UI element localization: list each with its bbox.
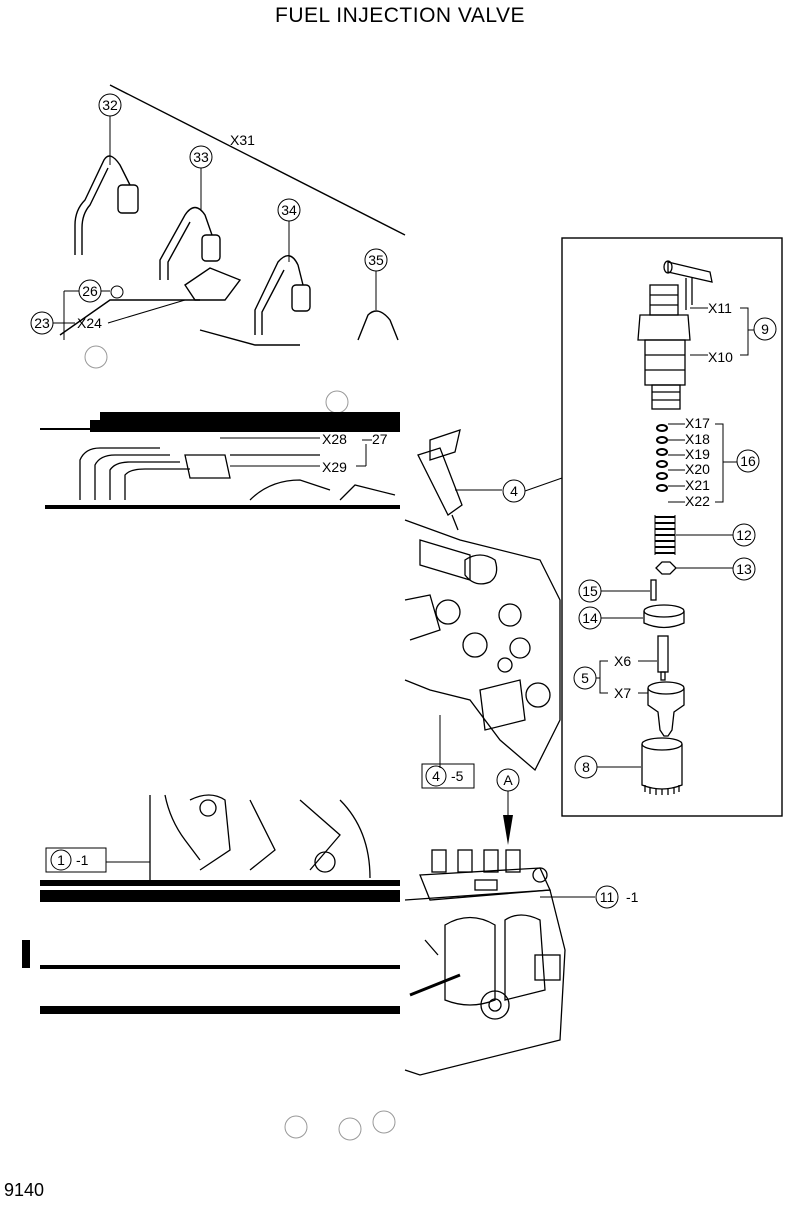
injection-pump (404, 849, 566, 1076)
svg-text:1: 1 (57, 852, 65, 868)
spacer (643, 604, 685, 629)
callout-x29: X29 (230, 459, 366, 475)
callout-x11-x10-9: X11 X10 9 (690, 300, 777, 365)
callout-35: 35 (364, 248, 388, 310)
svg-text:X28: X28 (322, 431, 347, 447)
callout-1-1: 1 -1 (45, 847, 150, 873)
callout-5-x6-x7: 5 X6 X7 (573, 653, 657, 701)
callout-x28-27: X28 27 (220, 431, 388, 466)
callout-4-5: 4 -5 (421, 715, 475, 789)
svg-text:-5: -5 (451, 768, 464, 784)
svg-text:14: 14 (582, 610, 598, 626)
shim-stack (656, 424, 668, 492)
svg-text:5: 5 (581, 670, 589, 686)
svg-text:X31: X31 (230, 132, 255, 148)
svg-text:X10: X10 (708, 349, 733, 365)
svg-text:35: 35 (368, 252, 384, 268)
svg-text:X21: X21 (685, 477, 710, 493)
svg-text:23: 23 (34, 315, 50, 331)
callout-shims-16: X17 X18 X19 X20 X21 X22 16 (668, 415, 760, 509)
callout-14: 14 (578, 606, 643, 630)
svg-text:32: 32 (102, 97, 118, 113)
injection-pipes (59, 84, 406, 346)
svg-text:16: 16 (740, 453, 756, 469)
callout-x31: X31 (230, 132, 255, 148)
spring (654, 515, 676, 555)
svg-text:15: 15 (582, 583, 598, 599)
svg-text:A: A (503, 772, 513, 788)
svg-text:13: 13 (736, 561, 752, 577)
svg-text:X19: X19 (685, 446, 710, 462)
spring-seat (655, 561, 677, 575)
engine-head-section (40, 412, 400, 509)
callout-26: 26 (78, 279, 124, 303)
svg-text:X22: X22 (685, 493, 710, 509)
callout-23-x24: 23 X24 (30, 290, 186, 340)
cylinder-head-drawing (404, 429, 561, 772)
nozzle-assembly (647, 635, 685, 737)
svg-text:8: 8 (582, 759, 590, 775)
svg-text:26: 26 (82, 283, 98, 299)
svg-text:X24: X24 (77, 315, 102, 331)
injector-detail-box (561, 237, 783, 817)
page-title: FUEL INJECTION VALVE (275, 4, 525, 27)
svg-text:33: 33 (193, 149, 209, 165)
svg-text:X7: X7 (614, 685, 631, 701)
svg-text:34: 34 (281, 202, 297, 218)
callout-8: 8 (574, 755, 641, 779)
svg-text:X6: X6 (614, 653, 631, 669)
callout-4: 4 (455, 477, 563, 503)
callout-32: 32 (98, 93, 122, 165)
svg-text:12: 12 (736, 527, 752, 543)
callout-13: 13 (676, 557, 756, 581)
dark-bands (22, 880, 400, 1014)
svg-text:27: 27 (372, 431, 388, 447)
callout-34: 34 (277, 198, 301, 262)
svg-text:X29: X29 (322, 459, 347, 475)
svg-text:X17: X17 (685, 415, 710, 431)
svg-text:-1: -1 (76, 852, 89, 868)
callout-33: 33 (189, 145, 213, 210)
callout-12: 12 (676, 523, 756, 547)
svg-text:X20: X20 (685, 461, 710, 477)
pin (650, 579, 657, 601)
svg-text:11: 11 (600, 889, 615, 905)
svg-text:X18: X18 (685, 431, 710, 447)
svg-text:4: 4 (510, 483, 518, 499)
page-number: 9140 (4, 1180, 45, 1200)
svg-text:4: 4 (432, 768, 440, 784)
callout-a: A (496, 768, 520, 845)
callout-15: 15 (578, 579, 650, 603)
injector-body (637, 260, 713, 410)
svg-text:X11: X11 (708, 300, 732, 316)
retaining-nut (641, 737, 683, 795)
callout-11-1: 11 -1 (540, 885, 639, 909)
svg-text:9: 9 (761, 321, 769, 337)
engine-block-lower (149, 794, 371, 880)
svg-text:-1: -1 (626, 889, 639, 905)
